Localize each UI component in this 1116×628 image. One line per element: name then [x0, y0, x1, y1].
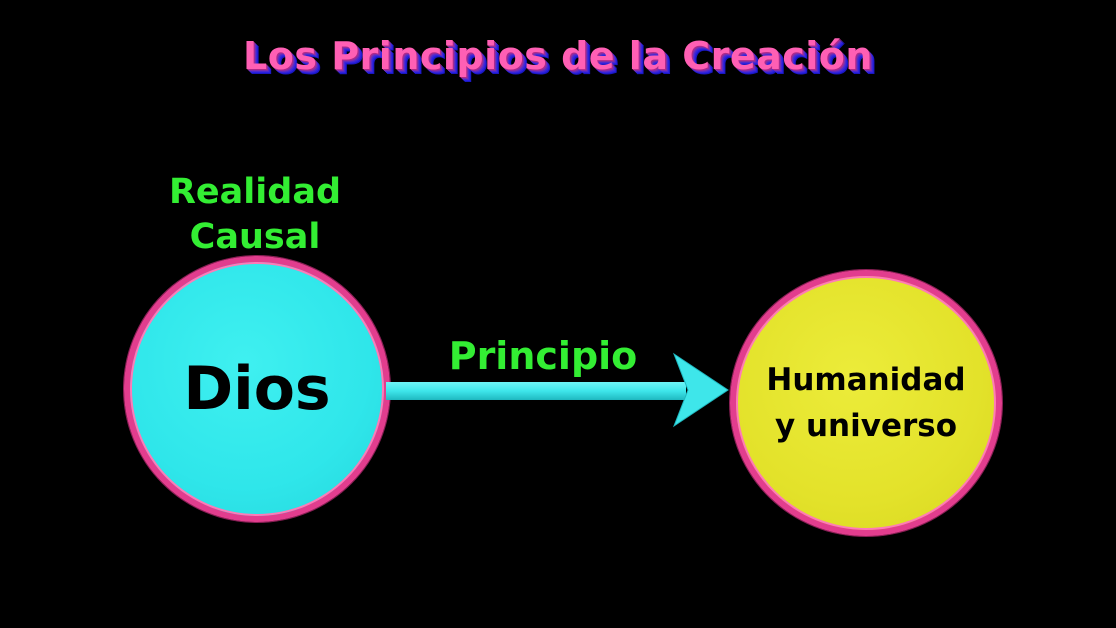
causal-reality-line2: Causal: [189, 217, 321, 257]
humanity-line1: Humanidad: [766, 362, 966, 398]
arrow-shaft: [386, 382, 686, 400]
slide-title: Los Principios de la Creación: [243, 34, 873, 78]
humanity-line2: y universo: [774, 408, 958, 444]
arrow-head: [672, 352, 729, 428]
principle-arrow: [386, 352, 729, 428]
god-circle: Dios: [124, 256, 390, 522]
causal-reality-line1: Realidad: [168, 172, 342, 212]
humanity-circle: Humanidad y universo: [730, 270, 1002, 536]
causal-reality-label: Realidad Causal: [140, 170, 370, 260]
humanity-text: Humanidad y universo: [766, 357, 965, 449]
principle-label: Principio: [448, 334, 638, 378]
god-label: Dios: [183, 354, 331, 424]
